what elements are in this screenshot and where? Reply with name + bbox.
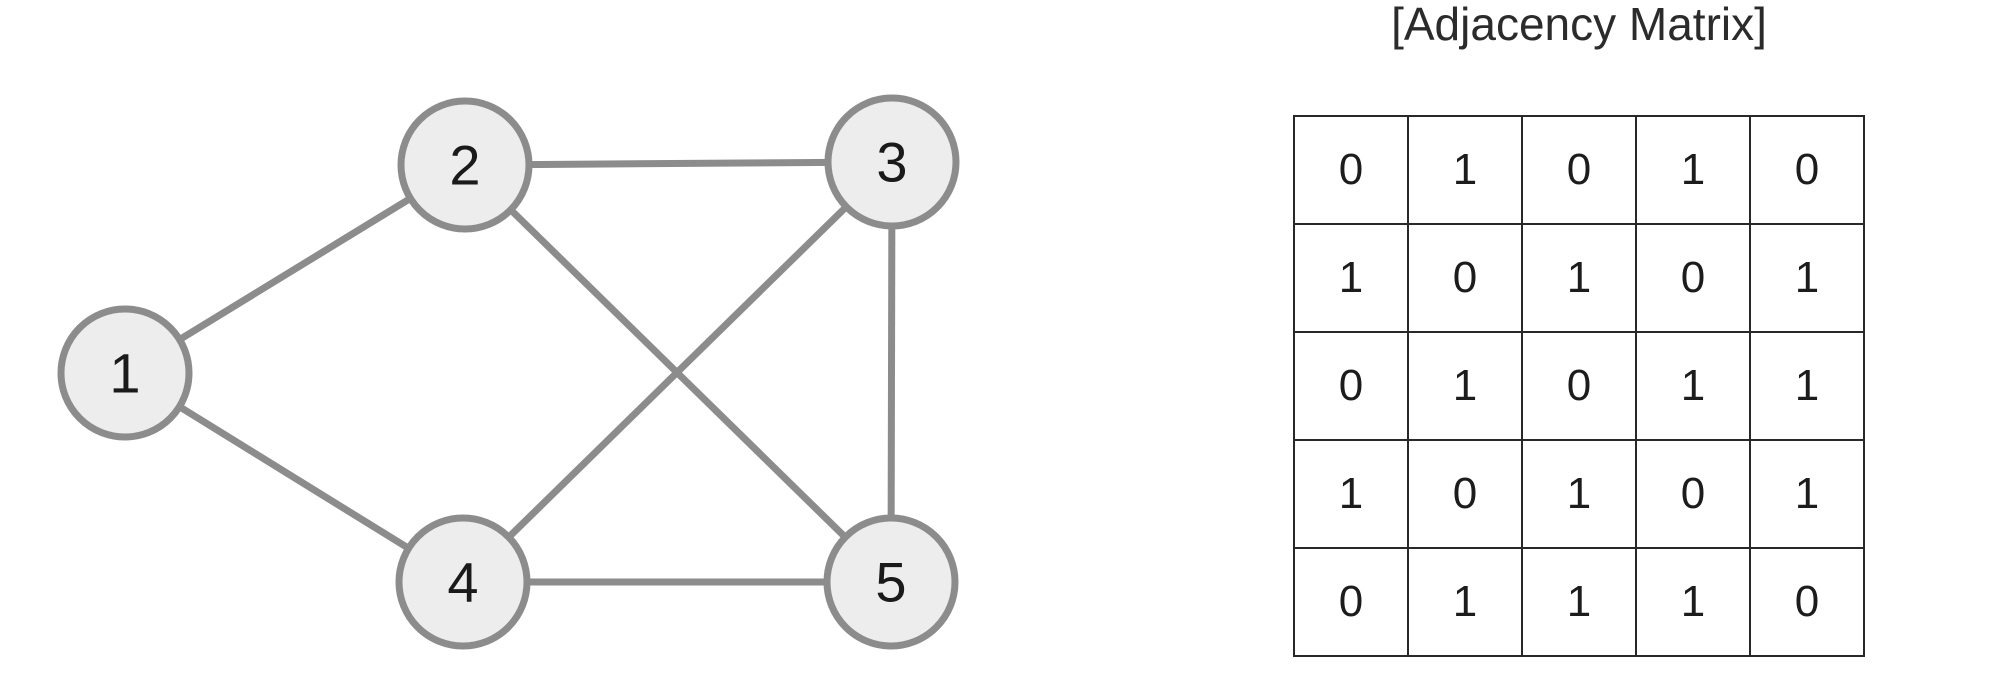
node-3 [824, 94, 960, 230]
node-label-3: 3 [876, 131, 907, 194]
matrix-cell-r1c3: 0 [1521, 115, 1637, 225]
edge-3-5 [887, 161, 896, 583]
node-4 [395, 514, 531, 650]
matrix-cell-r1c1: 0 [1293, 115, 1409, 225]
edge-2-3 [464, 158, 893, 169]
matrix-cell-r1c2: 1 [1407, 115, 1523, 225]
node-label-4: 4 [447, 551, 478, 614]
matrix-cell-r4c5: 1 [1749, 439, 1865, 549]
matrix-cell-r5c1: 0 [1293, 547, 1409, 657]
matrix-title: [Adjacency Matrix] [1391, 0, 1767, 50]
matrix-cell-r3c4: 1 [1635, 331, 1751, 441]
matrix-cell-r5c4: 1 [1635, 547, 1751, 657]
node-1 [57, 305, 193, 441]
matrix-cell-r1c4: 1 [1635, 115, 1751, 225]
matrix-cell-r5c2: 1 [1407, 547, 1523, 657]
matrix-cell-r3c5: 1 [1749, 331, 1865, 441]
matrix-cell-r5c3: 1 [1521, 547, 1637, 657]
matrix-cell-r4c2: 0 [1407, 439, 1523, 549]
matrix-cell-r3c2: 1 [1407, 331, 1523, 441]
matrix-cell-r2c4: 0 [1635, 223, 1751, 333]
matrix-cell-r3c1: 0 [1293, 331, 1409, 441]
graph-diagram: 1 2 3 4 5 [57, 94, 960, 650]
matrix-cell-r2c3: 1 [1521, 223, 1637, 333]
node-5 [823, 514, 959, 650]
matrix-cell-r1c5: 0 [1749, 115, 1865, 225]
matrix-cell-r4c4: 0 [1635, 439, 1751, 549]
matrix-cell-r2c2: 0 [1407, 223, 1523, 333]
matrix-cell-r5c5: 0 [1749, 547, 1865, 657]
matrix-cell-r3c3: 0 [1521, 331, 1637, 441]
matrix-cell-r4c3: 1 [1521, 439, 1637, 549]
matrix-cell-r4c1: 1 [1293, 439, 1409, 549]
node-label-5: 5 [875, 551, 906, 614]
edge-3-4 [460, 159, 895, 585]
node-label-2: 2 [449, 134, 480, 197]
matrix-cell-r2c1: 1 [1293, 223, 1409, 333]
matrix-cell-r2c5: 1 [1749, 223, 1865, 333]
node-label-1: 1 [109, 342, 140, 405]
node-2 [397, 97, 533, 233]
